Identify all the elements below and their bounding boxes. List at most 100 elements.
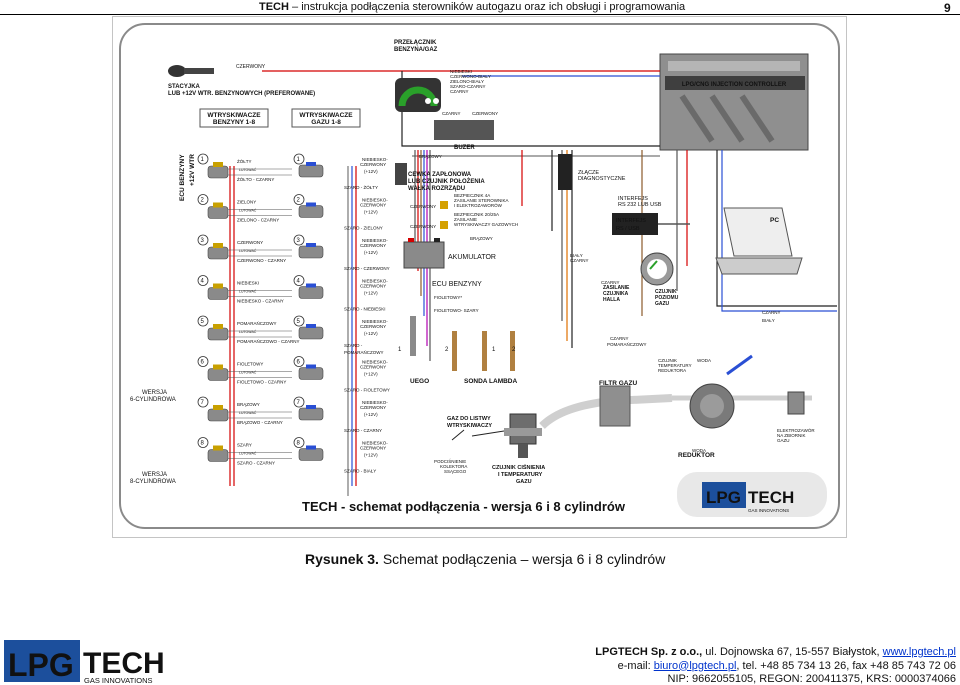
water-label: WODA	[697, 358, 711, 363]
company-address: ul. Dojnowska 67, 15-557 Białystok,	[702, 646, 883, 658]
petrol-injector-top	[213, 243, 223, 248]
gas-injector	[298, 407, 324, 421]
filter-label: FILTR GAZU	[599, 380, 637, 387]
gas-grey-wire-label: SZARO - BIAŁY	[344, 469, 376, 474]
website-link[interactable]: www.lpgtech.pl	[882, 646, 956, 658]
solder-label: LUTOWAĆ	[239, 167, 257, 172]
lambda-label: SONDA LAMBDA	[464, 378, 518, 385]
figure-border	[119, 23, 840, 529]
version6-sub: 6-CYLINDROWA	[130, 397, 176, 403]
petrol-wire-label: SZARY	[237, 443, 252, 448]
temp-label-3: REDUKTORA	[658, 368, 686, 373]
version-labels: WERSJA 6-CYLINDROWA WERSJA 8-CYLINDROWA	[130, 390, 176, 485]
petrol-wire	[228, 452, 292, 459]
map-sensor-label-2: I TEMPERATURY	[498, 472, 543, 478]
version8-sub: 8-CYLINDROWA	[130, 479, 176, 485]
gas-injector-number-circle	[293, 356, 305, 367]
red-wire-label: CZERWONY	[410, 204, 436, 209]
valve-label: ELEKTROZAWÓR	[777, 427, 815, 433]
ignition-wire-label: CZERWONY	[236, 64, 266, 70]
petrol-injector-number-circle	[197, 153, 209, 165]
gas-grey-wire-label: SZARO - NIEBIESKI	[344, 307, 386, 312]
hall-label-3: HALLA	[603, 297, 620, 303]
petrol-wire-label-2: POMARAŃCZOWO - CZARNY	[237, 338, 300, 344]
diag-sub: DIAGNOSTYCZNE	[578, 176, 626, 182]
gas-grey-wire-label: SZARO - ZIELONY	[344, 226, 383, 231]
plus12-label: (+12V)	[364, 372, 378, 377]
gas-injector	[298, 448, 324, 461]
lambda-section: ECU BENZYNY FIOLETOWY* FIOLETOWO- SZARY …	[398, 281, 518, 385]
water-label-2: WODA	[692, 448, 706, 453]
vacuum-label-2: KOLEKTORA	[440, 464, 467, 469]
wiring-diagram: LPG/CNG INJECTION CONTROLLER CZ	[130, 40, 837, 517]
petrol-wire-label: BRĄZOWY	[237, 402, 260, 407]
plus12-label: (+12V)	[364, 412, 378, 417]
petrol-injector	[207, 449, 229, 462]
solder-label: LUTOWAĆ	[239, 410, 257, 415]
petrol-wire	[228, 371, 292, 378]
switch-wire: CZARNY	[442, 111, 461, 116]
uego-label: UEGO	[410, 378, 429, 385]
gas-injector-number: 3	[297, 238, 301, 244]
battery-label: AKUMULATOR	[448, 254, 496, 261]
plus12-label: (+12V)	[364, 453, 378, 458]
petrol-injector	[207, 206, 229, 219]
petrol-wire-label-2: FIOLETOWO - CZARNY	[237, 380, 286, 385]
petrol-injector-number: 3	[201, 238, 205, 244]
petrol-wire	[228, 249, 292, 257]
switch-wire: SZARO-CZARNY	[450, 84, 486, 89]
lambda-number: 1	[492, 347, 496, 353]
solder-label: LUTOWAĆ	[239, 451, 257, 456]
diagram-logo-sub: GAS INNOVATIONS	[748, 508, 789, 513]
petrol-wire-label-2: ZIELONO - CZARNY	[237, 218, 279, 223]
gas-wire-label: NIEBIESKO-	[362, 157, 388, 162]
ignition-sub-label: LUB +12V WTR. BENZYNOWYCH (PREFEROWANE)	[168, 91, 315, 97]
petrol-injector-number: 5	[201, 319, 205, 325]
coil-label: CEWKA ZAPŁONOWA	[408, 172, 472, 178]
petrol-wire	[228, 209, 292, 216]
petrol-wire	[228, 411, 292, 419]
petrol-injector-top	[213, 202, 223, 208]
petrol-injector	[207, 246, 229, 260]
gas-injector	[298, 245, 324, 259]
solder-label: LUTOWAĆ	[239, 370, 257, 375]
gas-injector-number: 6	[297, 360, 301, 366]
petrol-wire-label: POMARAŃCZOWY	[237, 320, 277, 326]
fuse2-label: WTRYSKIWACZY GAZOWYCH	[454, 222, 518, 227]
plus12-label: (+12V)	[364, 250, 378, 255]
petrol-wire	[228, 168, 292, 176]
buzzer-coil: BUZER BRĄZOWY CEWKA ZAPŁONOWA LUB CZUJNI…	[395, 120, 494, 192]
controller: LPG/CNG INJECTION CONTROLLER	[659, 53, 809, 151]
plus12-label: (+12V)	[364, 331, 378, 336]
petrol-wire	[228, 330, 292, 338]
registration-line: NIP: 9662055105, REGON: 200411375, KRS: …	[667, 673, 956, 685]
petrol-wire-label: ŻÓŁTY	[237, 158, 252, 164]
gas-wire-label: CZERWONY	[360, 405, 386, 410]
valve-label-3: GAZU	[777, 438, 790, 443]
petrol-injector-number-circle	[197, 396, 209, 408]
gas-wire-label: NIEBIESKO-	[362, 360, 388, 365]
petrol-wire-label: FIOLETOWY	[237, 362, 263, 367]
email-link[interactable]: biuro@lpgtech.pl	[653, 659, 737, 672]
level-sensor: BIAŁY CZARNY CZARNY ZASILANIE CZUJNIKA H…	[570, 252, 679, 307]
gas-injector-number: 4	[297, 279, 301, 285]
petrol-injector-number-circle	[197, 234, 209, 246]
petrol-injector-number-circle	[197, 356, 209, 367]
fuse2-label: BEZPIECZNIK 20/25A	[454, 212, 499, 217]
petrol-injector	[207, 287, 229, 300]
gas-injector-number-circle	[293, 437, 305, 448]
petrol-injector-number: 7	[201, 400, 205, 406]
gas-injector	[298, 367, 324, 380]
switch-label-2: BENZYNA/GAZ	[394, 47, 438, 53]
petrol-injector-number-circle	[197, 194, 209, 205]
gas-injectors-sub: GAZU 1-8	[311, 119, 341, 126]
fuse1-label: ZASILANIE STEROWNIKA	[454, 198, 509, 203]
petrol-injector-number: 6	[201, 360, 205, 366]
gas-grey-wire-label: SZARO - ŻÓŁTY	[344, 184, 378, 190]
fuse2-label: ZASILANIE	[454, 217, 477, 222]
gas-wire-label: CZERWONY	[360, 324, 386, 329]
gas-injector-top	[306, 243, 316, 247]
solder-label: LUTOWAĆ	[239, 208, 257, 213]
petrol-wire-label-2: SZARO - CZARNY	[237, 461, 275, 466]
gas-injector-number-circle	[293, 234, 305, 246]
